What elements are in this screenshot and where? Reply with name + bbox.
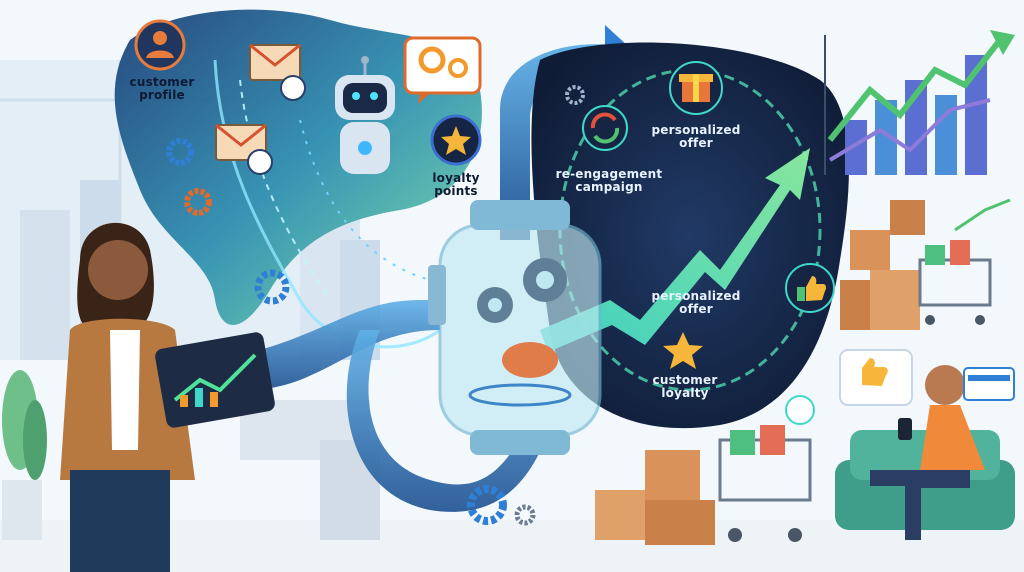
- tablet-chart-icon: [155, 332, 275, 428]
- processing-device: [428, 200, 602, 455]
- robot-icon: [335, 56, 395, 174]
- label-customer-profile: customer profile: [129, 75, 195, 102]
- envelope-clock-icon: [215, 43, 306, 175]
- label-personalized-offer-top: personalized offer: [651, 123, 741, 150]
- label-reengagement-campaign: re-engagement campaign: [555, 167, 663, 194]
- bottom-boxes-cart: [595, 425, 812, 545]
- data-pipe-top: [500, 44, 610, 241]
- gift-icon: [669, 61, 723, 115]
- shopper-on-sofa: [835, 365, 1015, 540]
- businesswoman: [60, 222, 275, 572]
- gear-icon: [166, 85, 585, 526]
- thumbs-up-icon: [785, 263, 835, 313]
- data-pipe-lower: [346, 330, 545, 512]
- refresh-icon: [582, 105, 628, 151]
- user-icon: [134, 19, 186, 71]
- label-loyalty-points: loyalty points: [432, 171, 480, 198]
- label-customer-loyalty: customer loyalty: [652, 373, 718, 400]
- label-personalized-offer-mid: personalized offer: [651, 289, 741, 316]
- chat-gears-icon: [403, 36, 482, 104]
- star-icon: [663, 332, 703, 369]
- boxes-and-cart: [840, 198, 1011, 330]
- plant-decoration: [2, 370, 47, 540]
- star-badge-icon: [430, 114, 482, 166]
- thumbs-up-bubble-icon: [862, 358, 888, 386]
- growth-chart: [824, 30, 1015, 175]
